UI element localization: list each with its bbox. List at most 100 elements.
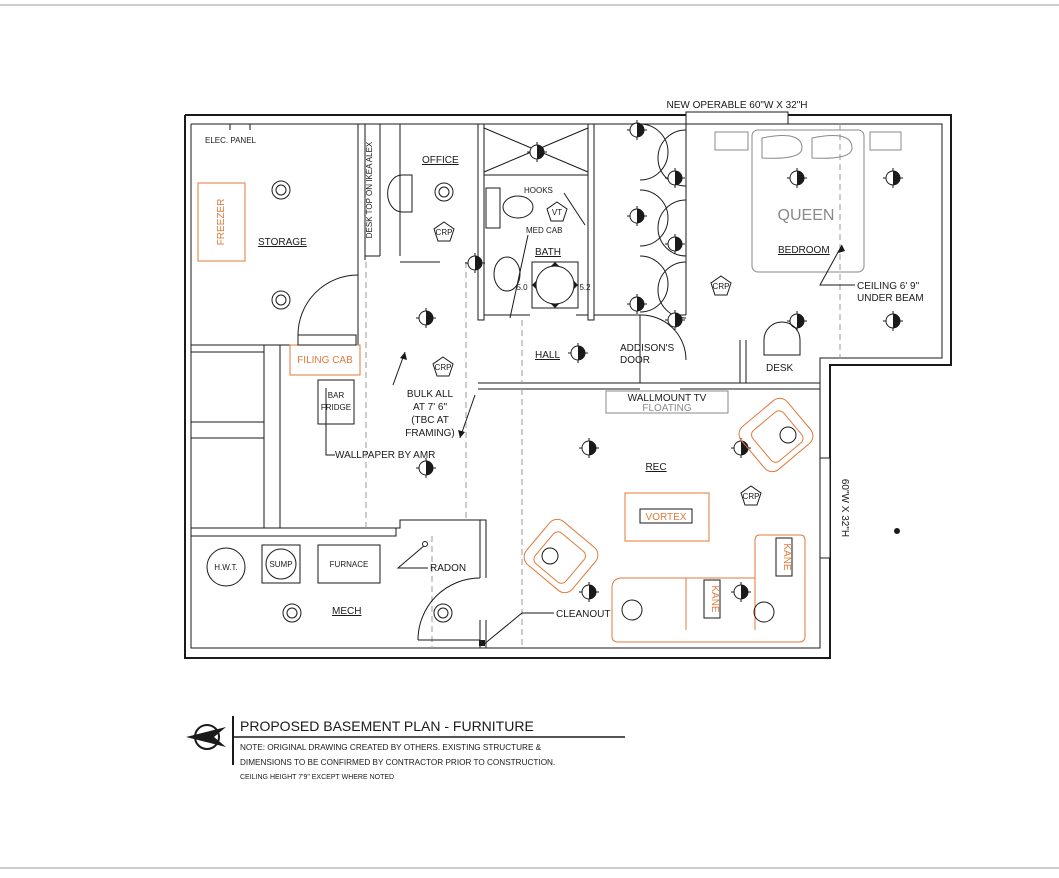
smoke-detector-icon — [433, 603, 453, 623]
smoke-detector-icon — [271, 180, 291, 200]
queen-bed[interactable] — [751, 129, 865, 273]
plan-title: PROPOSED BASEMENT PLAN - FURNITURE — [240, 718, 534, 734]
sectional-sofa[interactable] — [611, 534, 806, 643]
top-window-label: NEW OPERABLE 60"W X 32"H — [666, 100, 807, 111]
pot-light-icon — [464, 252, 486, 274]
storage-label: STORAGE — [258, 237, 307, 248]
plan-note-line2: DIMENSIONS TO BE CONFIRMED BY CONTRACTOR… — [240, 758, 555, 767]
ceiling-note-line1: CEILING 6' 9" — [857, 281, 920, 292]
kane-label: KANE — [781, 543, 792, 571]
freezer[interactable] — [197, 182, 246, 262]
pot-light-icon — [626, 205, 648, 227]
bulk-note-line1: BULK ALL — [407, 389, 454, 400]
radon-label: RADON — [430, 563, 466, 574]
vortex-table[interactable] — [624, 492, 710, 542]
interior-walls — [191, 123, 821, 648]
ceiling-note-line2: UNDER BEAM — [857, 293, 924, 304]
pot-light-icon — [526, 141, 548, 163]
bulk-note-line3: (TBC AT — [411, 415, 449, 426]
bulk-note-line2: AT 7' 6" — [413, 402, 447, 413]
pot-light-icon — [786, 310, 808, 332]
pot-light-icon — [664, 309, 686, 331]
bulk-note-line4: FRAMING) — [405, 428, 454, 439]
vortex-label: VORTEX — [646, 512, 687, 523]
sump — [261, 544, 301, 584]
queen-label: QUEEN — [778, 207, 835, 224]
toilet-icon — [502, 195, 534, 219]
smoke-detector-icon — [282, 603, 302, 623]
office-label: OFFICE — [422, 155, 459, 166]
vanity — [485, 187, 501, 229]
plan-note-line3: CEILING HEIGHT 7'9" EXCEPT WHERE NOTED — [240, 774, 394, 781]
bath-label: BATH — [535, 247, 561, 258]
desk-top-label: DESK TOP ON IKEA ALEX — [365, 141, 374, 238]
pot-light-icon — [882, 310, 904, 332]
bar-fridge[interactable] — [317, 379, 355, 425]
radon-pipe-icon — [422, 541, 428, 547]
cleanout-icon — [479, 640, 485, 646]
med-cab-label: MED CAB — [526, 226, 562, 235]
sink-icon — [493, 256, 521, 292]
addisons-door-line2: DOOR — [620, 355, 650, 366]
plan-note-line1: NOTE: ORIGINAL DRAWING CREATED BY OTHERS… — [240, 743, 542, 752]
pot-light-icon — [578, 581, 600, 603]
north-arrow-icon — [186, 724, 226, 750]
sump-label: SUMP — [269, 560, 292, 569]
bar-label: BAR — [328, 391, 345, 400]
furnace — [317, 544, 381, 584]
wallpaper-label: WALLPAPER BY AMR — [335, 450, 435, 461]
cleanout-label: CLEANOUT — [556, 609, 610, 620]
filing-cab-label: FILING CAB — [297, 355, 353, 366]
svg-text:CRP: CRP — [435, 363, 452, 372]
wallmount-tv-label: WALLMOUNT TV — [628, 393, 707, 404]
addisons-door-line1: ADDISON'S — [620, 343, 674, 354]
pot-light-icon — [882, 167, 904, 189]
armchair-left[interactable] — [520, 515, 602, 596]
floating-label: FLOATING — [642, 403, 691, 414]
svg-text:CRP: CRP — [713, 282, 730, 291]
fridge-label: FRIDGE — [321, 403, 351, 412]
hwt-icon — [206, 547, 246, 587]
pot-light-icon — [415, 457, 437, 479]
pot-light-icon — [578, 437, 600, 459]
elec-panel-label: ELEC. PANEL — [205, 136, 257, 145]
pot-light-icon — [664, 233, 686, 255]
wallmount-tv[interactable] — [605, 390, 729, 414]
bulkhead-dash-lines — [365, 124, 841, 648]
pot-light-icon — [567, 342, 589, 364]
nightstand — [869, 131, 902, 151]
top-window — [685, 111, 789, 125]
hwt-label: H.W.T. — [214, 563, 238, 572]
desk-chair-icon — [763, 321, 801, 356]
mech-label: MECH — [332, 606, 361, 617]
pot-light-icon — [730, 581, 752, 603]
hooks-label: HOOKS — [524, 186, 553, 195]
armchair-top-right[interactable] — [735, 394, 817, 475]
freezer-label: FREEZER — [216, 199, 227, 246]
svg-text:VT: VT — [552, 208, 562, 217]
svg-text:CRP: CRP — [743, 492, 760, 501]
pot-light-icon — [626, 119, 648, 141]
dim-52: 5.2 — [579, 283, 591, 292]
dim-50: 5.0 — [516, 283, 528, 292]
pot-light-icon — [415, 307, 437, 329]
pot-light-icon — [786, 167, 808, 189]
smoke-detector-icon — [271, 290, 291, 310]
pot-light-icon — [664, 167, 686, 189]
right-window — [819, 457, 831, 559]
kane-label: KANE — [709, 585, 720, 613]
office-chair-icon — [387, 174, 413, 213]
rec-label: REC — [645, 462, 666, 473]
right-window-label: 60"W X 32"H — [839, 479, 850, 537]
door-swings — [297, 123, 687, 641]
svg-text:CRP: CRP — [436, 228, 453, 237]
furnace-label: FURNACE — [330, 560, 369, 569]
hall-label: HALL — [535, 350, 560, 361]
pot-light-icon — [626, 293, 648, 315]
smoke-detector-icon — [434, 182, 454, 202]
desk-label: DESK — [766, 363, 794, 374]
bedroom-label: BEDROOM — [778, 245, 830, 256]
nightstand — [714, 131, 749, 151]
